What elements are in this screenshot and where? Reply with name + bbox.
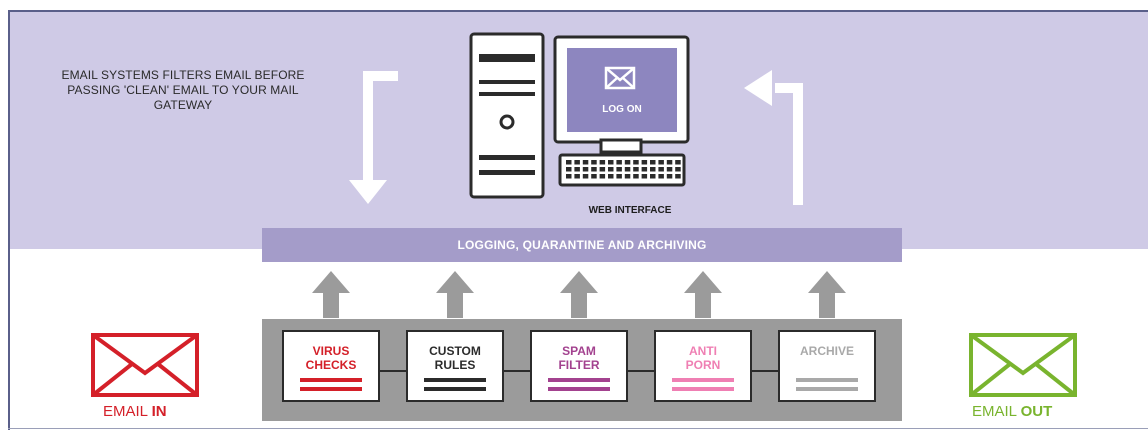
keyboard-key xyxy=(599,160,606,165)
keyboard-key xyxy=(658,167,664,172)
keyboard-key xyxy=(599,174,606,179)
keyboard-key xyxy=(599,167,606,172)
connector-line xyxy=(628,370,654,372)
keyboard-key xyxy=(641,160,648,165)
filter-color-bar xyxy=(548,378,610,382)
web-interface-label: WEB INTERFACE xyxy=(588,205,672,216)
keyboard-key xyxy=(675,160,681,165)
keyboard-key xyxy=(658,160,664,165)
filter-color-bar xyxy=(548,387,610,391)
computer-tower-icon xyxy=(469,32,545,199)
filter-color-bar xyxy=(424,387,486,391)
logging-bar: LOGGING, QUARANTINE AND ARCHIVING xyxy=(262,228,902,262)
keyboard-key xyxy=(566,160,572,165)
keyboard-key xyxy=(616,160,622,165)
frame-bottom-line xyxy=(8,428,1148,429)
keyboard-key xyxy=(633,160,639,165)
keyboard-key xyxy=(582,160,589,165)
keyboard-key xyxy=(566,174,572,179)
keyboard-key xyxy=(666,167,673,172)
up-arrow-icon xyxy=(808,271,846,318)
up-arrow-icon xyxy=(684,271,722,318)
filter-color-bar xyxy=(796,378,858,382)
email-out-prefix: EMAIL xyxy=(972,403,1021,420)
keyboard-key xyxy=(608,167,614,172)
keyboard-key xyxy=(650,167,656,172)
connector-line xyxy=(380,370,406,372)
keyboard-key xyxy=(616,174,622,179)
keyboard-key xyxy=(591,174,597,179)
email-in-label: EMAIL IN xyxy=(103,403,167,420)
filter-color-bar xyxy=(672,387,734,391)
email-out-envelope-icon xyxy=(969,333,1077,397)
intro-text: EMAIL SYSTEMS FILTERS EMAIL BEFORE PASSI… xyxy=(61,68,305,112)
connector-line xyxy=(504,370,530,372)
keyboard-key xyxy=(650,160,656,165)
filter-color-bar xyxy=(672,378,734,382)
keyboard-key xyxy=(574,167,580,172)
keyboard-key xyxy=(675,174,681,179)
filter-color-bar xyxy=(300,378,362,382)
email-in-strong: IN xyxy=(151,403,167,420)
keyboard-key xyxy=(641,167,648,172)
down-arrow-icon xyxy=(349,71,398,204)
keyboard-key xyxy=(574,160,580,165)
frame-left-border xyxy=(8,10,10,430)
keyboard-key xyxy=(666,174,673,179)
keyboard-key xyxy=(633,174,639,179)
keyboard-key xyxy=(582,167,589,172)
filter-color-bar xyxy=(424,378,486,382)
keyboard-key xyxy=(624,174,631,179)
keyboard-key xyxy=(574,174,580,179)
up-arrow-icon xyxy=(436,271,474,318)
filter-archive: ARCHIVE xyxy=(778,330,876,402)
monitor-log-on-text[interactable]: LOG ON xyxy=(602,104,642,115)
keyboard-key xyxy=(591,167,597,172)
filter-color-bar xyxy=(796,387,858,391)
email-out-label: EMAIL OUT xyxy=(972,403,1052,420)
up-arrow-icon xyxy=(744,70,803,205)
screen-envelope-icon xyxy=(604,66,636,90)
keyboard-key xyxy=(608,160,614,165)
filter-label: ARCHIVE xyxy=(799,344,854,358)
keyboard-icon xyxy=(558,153,686,187)
monitor-icon xyxy=(553,35,690,154)
keyboard-key xyxy=(608,174,614,179)
email-in-envelope-icon xyxy=(91,333,199,397)
keyboard-key xyxy=(566,167,572,172)
keyboard-key xyxy=(582,174,589,179)
connector-line xyxy=(752,370,778,372)
keyboard-key xyxy=(616,167,622,172)
keyboard-key xyxy=(641,174,648,179)
logging-bar-label: LOGGING, QUARANTINE AND ARCHIVING xyxy=(457,238,707,252)
filter-color-bar xyxy=(300,387,362,391)
keyboard-key xyxy=(666,160,673,165)
keyboard-key xyxy=(658,174,664,179)
keyboard-key xyxy=(633,167,639,172)
keyboard-key xyxy=(675,167,681,172)
up-arrow-icon xyxy=(560,271,598,318)
email-out-strong: OUT xyxy=(1020,403,1053,420)
keyboard-key xyxy=(624,160,631,165)
up-arrow-icon xyxy=(312,271,350,318)
keyboard-key xyxy=(624,167,631,172)
keyboard-key xyxy=(650,174,656,179)
email-in-prefix: EMAIL xyxy=(103,403,152,420)
keyboard-key xyxy=(591,160,597,165)
